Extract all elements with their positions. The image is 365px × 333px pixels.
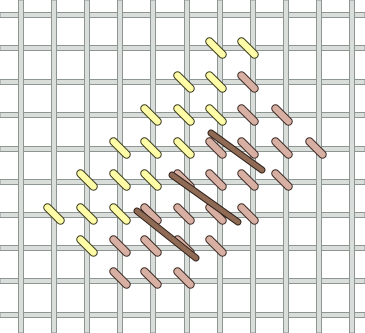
grid-line-vertical [84,0,90,333]
grid-line-vertical [184,0,190,333]
grid-line-horizontal [0,45,365,51]
pink-stitch [173,267,195,289]
pink-stitch [237,169,259,191]
grid-line-horizontal [0,12,365,18]
brown-long-stitch [207,129,266,174]
pink-stitch [205,203,227,225]
pink-stitch [237,71,259,93]
yellow-stitch [237,37,259,59]
grid-line-vertical [349,0,355,333]
yellow-stitch [140,137,162,159]
yellow-stitch [140,104,162,126]
pink-stitch [173,203,195,225]
grid-line-vertical [51,0,57,333]
yellow-stitch [76,203,98,225]
brown-stitches [133,129,266,262]
yellow-stitch [109,203,131,225]
grid-line-vertical [18,0,24,333]
grid-line-vertical [316,0,322,333]
yellow-stitch [76,169,98,191]
grid-line-vertical [217,0,223,333]
yellow-stitch [173,137,195,159]
yellow-stitch [205,104,227,126]
pink-stitch [271,137,293,159]
pink-stitch [205,137,227,159]
yellow-stitch [173,104,195,126]
pink-stitch [140,235,162,257]
pink-stitch [271,169,293,191]
yellow-stitch [109,169,131,191]
pink-stitch [140,203,162,225]
brown-long-stitch [168,171,242,226]
grid-line-vertical [117,0,123,333]
yellow-stitch [205,71,227,93]
yellow-stitch [109,137,131,159]
yellow-stitch [173,71,195,93]
yellow-stitch [140,169,162,191]
pink-stitches [109,71,327,289]
pink-stitch [109,235,131,257]
pink-stitch [205,235,227,257]
grid-line-horizontal [0,312,365,318]
yellow-stitch [43,203,65,225]
grid-line-vertical [283,0,289,333]
pink-stitch [271,104,293,126]
pink-stitch [305,137,327,159]
yellow-stitches [43,37,259,257]
pink-stitch [237,137,259,159]
pink-stitch [205,169,227,191]
pink-stitch [237,104,259,126]
pink-stitch [109,267,131,289]
grid-line-vertical [150,0,156,333]
yellow-stitch [205,37,227,59]
brown-long-stitch [133,207,200,262]
pink-stitch [140,267,162,289]
yellow-stitch [76,235,98,257]
pink-stitch [237,203,259,225]
